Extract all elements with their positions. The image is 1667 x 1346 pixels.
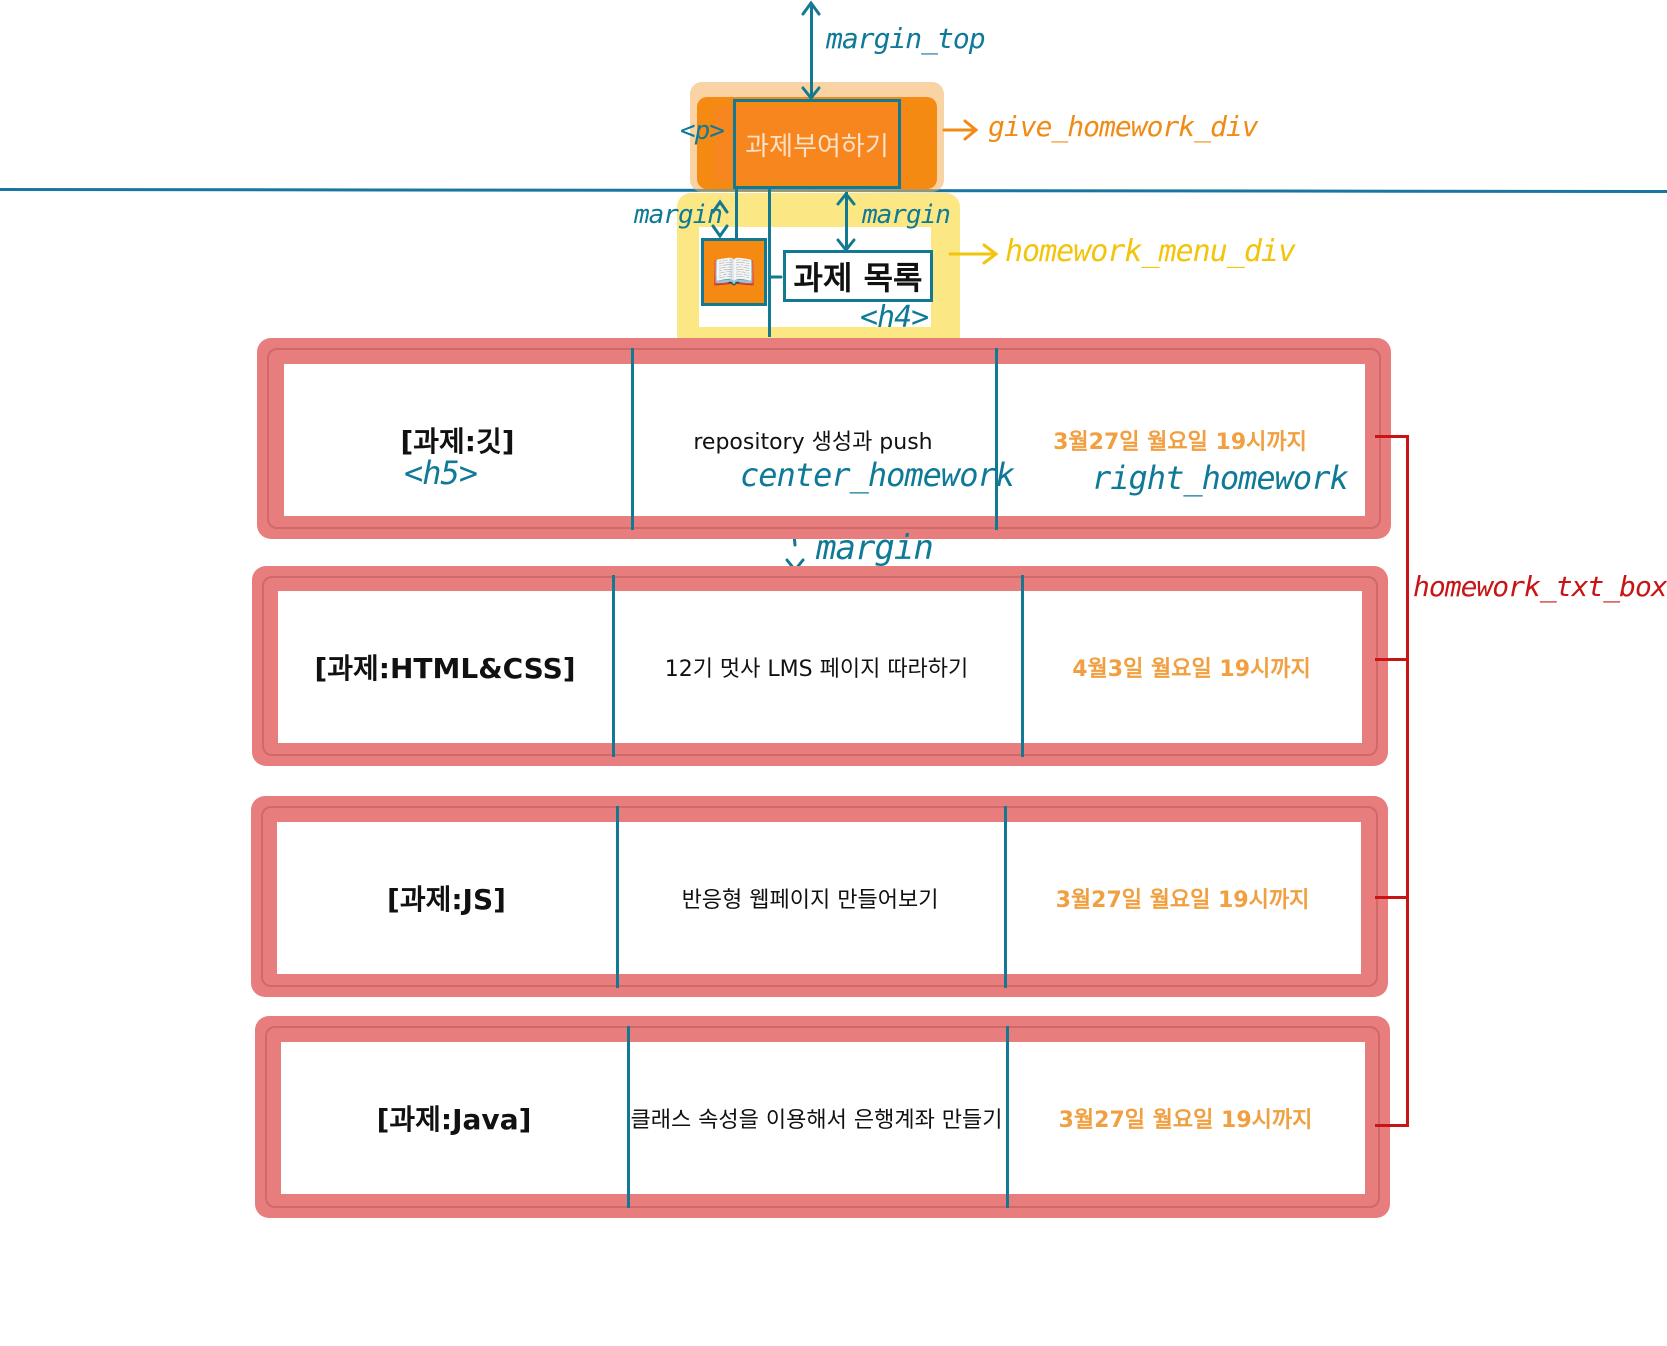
- column-separator: [612, 575, 615, 757]
- book-icon: 📖: [701, 238, 767, 306]
- homework-row-3: [과제:JS] 반응형 웹페이지 만들어보기 3월27일 월요일 19시까지: [251, 796, 1388, 997]
- homework-description: 12기 멋사 LMS 페이지 따라하기: [664, 657, 969, 682]
- homework-title: [과제:깃]: [400, 425, 515, 458]
- homework-menu-div-annotation: homework_menu_div: [1005, 234, 1296, 269]
- homework-title-cell: [과제:JS]: [277, 822, 616, 974]
- column-separator: [627, 1026, 630, 1208]
- homework-title: [과제:JS]: [387, 883, 506, 916]
- bracket-tick: [1375, 1124, 1409, 1127]
- column-separator: [631, 348, 634, 530]
- margin-right-line: [845, 192, 848, 250]
- homework-title-cell: [과제:깃]: [284, 364, 631, 516]
- homework-due-date: 3월27일 월요일 19시까지: [1058, 1108, 1313, 1133]
- center-homework-cell: 반응형 웹페이지 만들어보기: [616, 806, 1004, 988]
- homework-card[interactable]: [과제:JS] 반응형 웹페이지 만들어보기 3월27일 월요일 19시까지: [277, 806, 1361, 988]
- homework-title-cell: [과제:Java]: [281, 1042, 627, 1194]
- margin-top-arrow-line: [810, 6, 813, 98]
- homework-description: 클래스 속성을 이용해서 은행계좌 만들기: [630, 1108, 1003, 1133]
- margin-left-line: [735, 189, 738, 239]
- column-separator: [1006, 1026, 1009, 1208]
- row-margin-annotation: margin: [816, 528, 934, 568]
- margin-right-annotation: margin: [862, 200, 951, 230]
- homework-due-date: 4월3일 월요일 19시까지: [1072, 657, 1311, 682]
- homework-txt-box-bracket: [1406, 435, 1409, 1127]
- right-homework-cell: 4월3일 월요일 19시까지: [1021, 575, 1362, 757]
- give-homework-label: 과제부여하기: [733, 99, 901, 189]
- margin-left-annotation: margin: [634, 200, 723, 230]
- give-homework-inner: [714, 106, 904, 182]
- row-border: [262, 576, 1378, 756]
- bracket-tick: [1375, 435, 1409, 438]
- center-homework-cell: repository 생성과 push: [631, 348, 995, 530]
- give-homework-div-annotation: give_homework_div: [988, 110, 1259, 143]
- right-homework-cell: 3월27일 월요일 19시까지: [1004, 806, 1361, 988]
- column-separator: [1004, 806, 1007, 988]
- homework-due-date: 3월27일 월요일 19시까지: [1053, 430, 1307, 455]
- homework-title: [과제:HTML&CSS]: [314, 652, 576, 685]
- margin-top-annotation: margin_top: [826, 22, 986, 55]
- homework-description: repository 생성과 push: [693, 430, 933, 455]
- homework-due-date: 3월27일 월요일 19시까지: [1055, 888, 1310, 913]
- homework-txt-box-annotation: homework_txt_box: [1413, 570, 1667, 603]
- homework-title-cell: [과제:HTML&CSS]: [278, 591, 612, 743]
- homework-card[interactable]: [과제:Java] 클래스 속성을 이용해서 은행계좌 만들기 3월27일 월요…: [281, 1026, 1365, 1208]
- column-separator: [995, 348, 998, 530]
- h5-tag-annotation: <h5>: [404, 454, 478, 492]
- column-separator: [1021, 575, 1024, 757]
- p-tag-annotation: <p>: [680, 116, 725, 146]
- homework-row-2: [과제:HTML&CSS] 12기 멋사 LMS 페이지 따라하기 4월3일 월…: [252, 566, 1388, 766]
- h4-tag-annotation: <h4>: [860, 300, 929, 335]
- homework-card[interactable]: [과제:깃] repository 생성과 push 3월27일 월요일 19시…: [284, 348, 1365, 530]
- bracket-tick: [1375, 896, 1409, 899]
- homework-row-1: [과제:깃] repository 생성과 push 3월27일 월요일 19시…: [257, 338, 1391, 539]
- right-homework-cell: 3월27일 월요일 19시까지: [995, 348, 1365, 530]
- center-homework-cell: 클래스 속성을 이용해서 은행계좌 만들기: [627, 1026, 1006, 1208]
- row-border: [267, 348, 1381, 529]
- center-homework-cell: 12기 멋사 LMS 페이지 따라하기: [612, 575, 1021, 757]
- homework-description: 반응형 웹페이지 만들어보기: [681, 888, 939, 913]
- right-homework-cell: 3월27일 월요일 19시까지: [1006, 1026, 1365, 1208]
- center-homework-annotation: center_homework: [740, 456, 1015, 494]
- homework-card[interactable]: [과제:HTML&CSS] 12기 멋사 LMS 페이지 따라하기 4월3일 월…: [278, 575, 1362, 757]
- row-border: [265, 1026, 1380, 1208]
- right-homework-annotation: right_homework: [1092, 459, 1349, 497]
- homework-menu-title: 과제 목록: [783, 250, 933, 302]
- column-separator: [616, 806, 619, 988]
- bracket-tick: [1375, 658, 1409, 661]
- homework-row-4: [과제:Java] 클래스 속성을 이용해서 은행계좌 만들기 3월27일 월요…: [255, 1016, 1390, 1218]
- menu-center-line: [768, 189, 771, 337]
- homework-title: [과제:Java]: [376, 1103, 532, 1136]
